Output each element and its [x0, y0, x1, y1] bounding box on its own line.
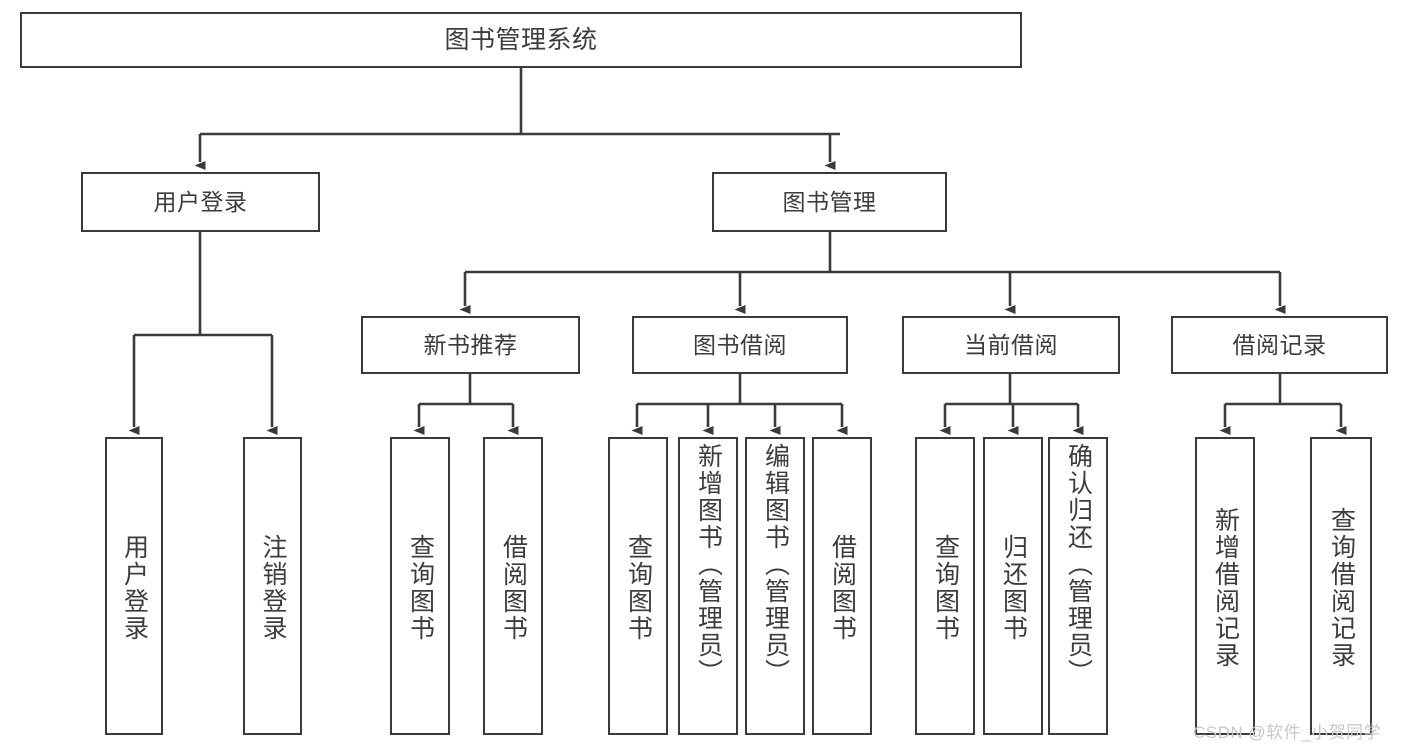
node-leaf-add-book-label: 新增图书（管理员）: [694, 443, 723, 686]
node-leaf-query-book-current[interactable]: 查询图书: [915, 437, 975, 735]
node-user-login-label: 用户登录: [153, 188, 248, 215]
node-book-borrow-label: 图书借阅: [693, 331, 787, 358]
node-leaf-edit-book-label: 编辑图书（管理员）: [761, 443, 790, 686]
node-leaf-logout[interactable]: 注销登录: [243, 437, 302, 735]
node-leaf-return-book[interactable]: 归还图书: [983, 437, 1043, 735]
node-leaf-logout-label: 注销登录: [259, 534, 287, 642]
node-leaf-edit-book[interactable]: 编辑图书（管理员）: [745, 437, 805, 735]
node-leaf-query-book-borrow[interactable]: 查询图书: [608, 437, 668, 735]
node-book-manage-label: 图书管理: [782, 188, 877, 215]
node-leaf-return-book-label: 归还图书: [999, 534, 1028, 642]
node-leaf-add-borrow-record[interactable]: 新增借阅记录: [1195, 437, 1255, 735]
node-new-book-recommend-label: 新书推荐: [423, 331, 518, 358]
node-leaf-query-book-borrow-label: 查询图书: [624, 534, 653, 642]
node-borrow-record-label: 借阅记录: [1232, 331, 1327, 358]
node-root[interactable]: 图书管理系统: [20, 12, 1022, 68]
node-leaf-query-book-current-label: 查询图书: [931, 534, 960, 642]
csdn-watermark: CSDN @软件_小贺同学: [1193, 723, 1382, 742]
node-leaf-confirm-return-label: 确认归还（管理员）: [1064, 443, 1093, 686]
node-leaf-query-book-recommend-label: 查询图书: [406, 534, 435, 642]
node-leaf-user-login-label: 用户登录: [120, 534, 149, 642]
node-leaf-borrow-book[interactable]: 借阅图书: [812, 437, 872, 735]
node-current-borrow-label: 当前借阅: [964, 331, 1058, 358]
node-leaf-borrow-book-recommend-label: 借阅图书: [499, 534, 528, 642]
node-borrow-record[interactable]: 借阅记录: [1171, 316, 1388, 374]
node-leaf-query-borrow-record[interactable]: 查询借阅记录: [1310, 437, 1372, 735]
node-book-manage[interactable]: 图书管理: [712, 172, 947, 232]
node-leaf-add-borrow-record-label: 新增借阅记录: [1211, 507, 1240, 669]
node-leaf-borrow-book-recommend[interactable]: 借阅图书: [483, 437, 543, 735]
node-leaf-query-borrow-record-label: 查询借阅记录: [1327, 507, 1356, 669]
node-book-borrow[interactable]: 图书借阅: [632, 316, 848, 374]
node-new-book-recommend[interactable]: 新书推荐: [361, 316, 580, 374]
node-leaf-user-login[interactable]: 用户登录: [105, 437, 163, 735]
node-leaf-query-book-recommend[interactable]: 查询图书: [390, 437, 450, 735]
node-user-login[interactable]: 用户登录: [81, 172, 320, 232]
node-current-borrow[interactable]: 当前借阅: [902, 316, 1120, 374]
node-leaf-add-book[interactable]: 新增图书（管理员）: [678, 437, 738, 735]
node-root-label: 图书管理系统: [444, 25, 598, 54]
node-leaf-confirm-return[interactable]: 确认归还（管理员）: [1048, 437, 1108, 735]
node-leaf-borrow-book-label: 借阅图书: [828, 534, 857, 642]
